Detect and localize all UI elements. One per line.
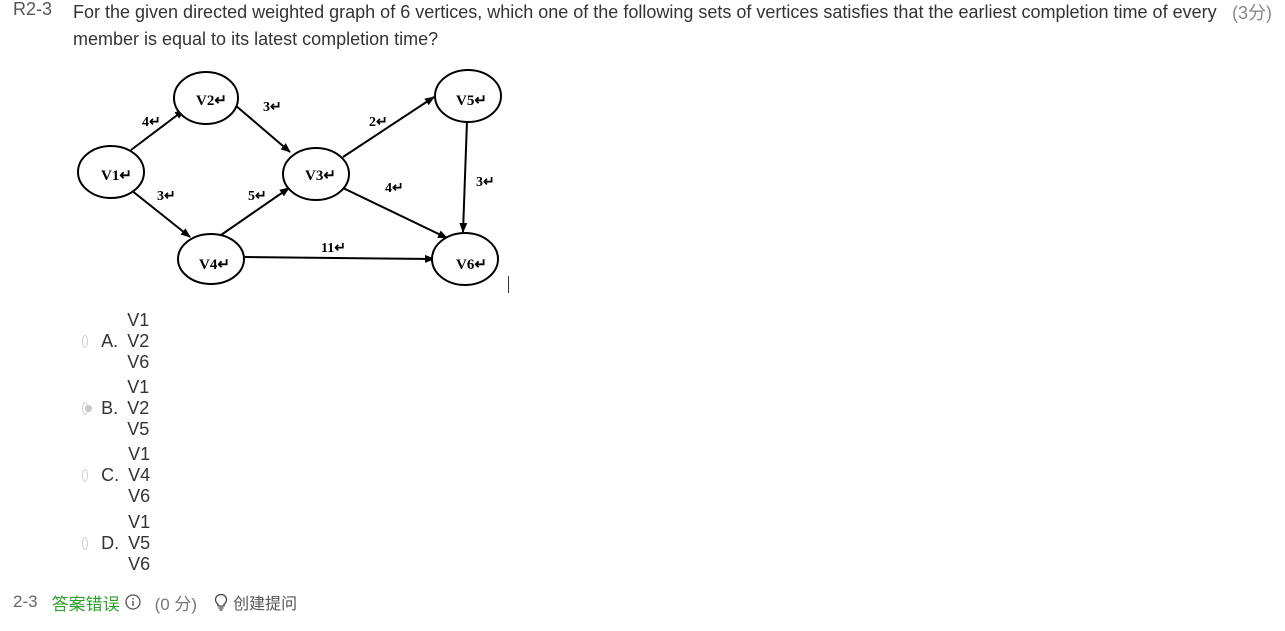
edge-weight-v1-v2: 4↵ (142, 115, 161, 130)
option-c-radio[interactable] (82, 468, 89, 482)
info-icon[interactable] (124, 594, 141, 610)
vertex-v2 (173, 71, 239, 125)
vertex-label-v2: V2↵ (196, 93, 227, 109)
option-c-letter: C. (101, 464, 120, 485)
option-c-text: V1 V4 V6 (128, 443, 151, 506)
vertex-label-v3: V3↵ (305, 168, 336, 184)
vertex-v4 (177, 233, 245, 285)
edge-v1-v2 (130, 109, 185, 151)
edge-weight-v5-v6: 3↵ (476, 175, 495, 190)
option-a[interactable]: A. V1 V2 V6 (82, 310, 156, 372)
edge-weight-v1-v4: 3↵ (157, 189, 176, 204)
result-bar: 2-3 答案错误 (0 分) 创建提问 (13, 589, 297, 615)
edge-weight-v3-v5: 2↵ (369, 115, 388, 130)
question-header: R2-3 For the given directed weighted gra… (0, 0, 1285, 50)
lightbulb-icon[interactable] (213, 593, 229, 611)
option-a-text: V1 V2 V6 (127, 309, 150, 372)
result-number: 2-3 (13, 592, 38, 611)
option-a-letter: A. (101, 330, 119, 351)
option-d-radio[interactable] (82, 536, 89, 550)
edge-v2-v3 (234, 104, 291, 153)
option-d[interactable]: D. V1 V5 V6 (82, 512, 157, 574)
result-score: (0 分) (154, 594, 198, 614)
vertex-label-v4: V4↵ (199, 257, 230, 273)
edge-v1-v4 (130, 189, 191, 238)
edge-v4-v3 (220, 187, 290, 236)
option-b-text: V1 V2 V5 (127, 376, 150, 439)
option-a-radio[interactable] (82, 334, 89, 348)
option-b-letter: B. (101, 397, 119, 418)
vertex-label-v1: V1↵ (101, 168, 132, 184)
question-score: (3分) (1232, 3, 1272, 23)
vertex-label-v6: V6↵ (456, 257, 487, 273)
edge-weight-v4-v6: 11↵ (321, 241, 346, 256)
option-b-radio[interactable] (82, 401, 93, 415)
vertex-label-v5: V5↵ (456, 93, 487, 109)
vertex-v5 (434, 69, 502, 123)
option-d-letter: D. (101, 532, 120, 553)
edge-weight-v4-v3: 5↵ (248, 189, 267, 204)
edge-weight-v2-v3: 3↵ (263, 100, 282, 115)
result-status: 答案错误 (51, 594, 120, 614)
question-number: R2-3 (13, 0, 53, 19)
edge-v3-v6 (342, 187, 448, 239)
vertex-v6 (431, 232, 499, 286)
question-text: For the given directed weighted graph of… (73, 2, 1217, 49)
option-c[interactable]: C. V1 V4 V6 (82, 444, 157, 506)
vertex-v3 (282, 147, 350, 201)
edge-v3-v5 (342, 96, 435, 158)
option-d-text: V1 V5 V6 (128, 511, 151, 574)
edge-v5-v6 (459, 120, 468, 233)
vertex-v1 (77, 145, 145, 199)
create-question-link[interactable]: 创建提问 (233, 596, 298, 613)
directed-graph-figure: V1↵ V2↵ V3↵ V4↵ V5↵ V6↵ 4↵ 3↵ 3↵ 5↵ 2↵ 4… (77, 69, 502, 286)
option-b[interactable]: B. V1 V2 V5 (82, 377, 156, 439)
text-cursor (508, 276, 509, 293)
edge-v4-v6 (244, 254, 435, 263)
edge-weight-v3-v6: 4↵ (385, 181, 404, 196)
